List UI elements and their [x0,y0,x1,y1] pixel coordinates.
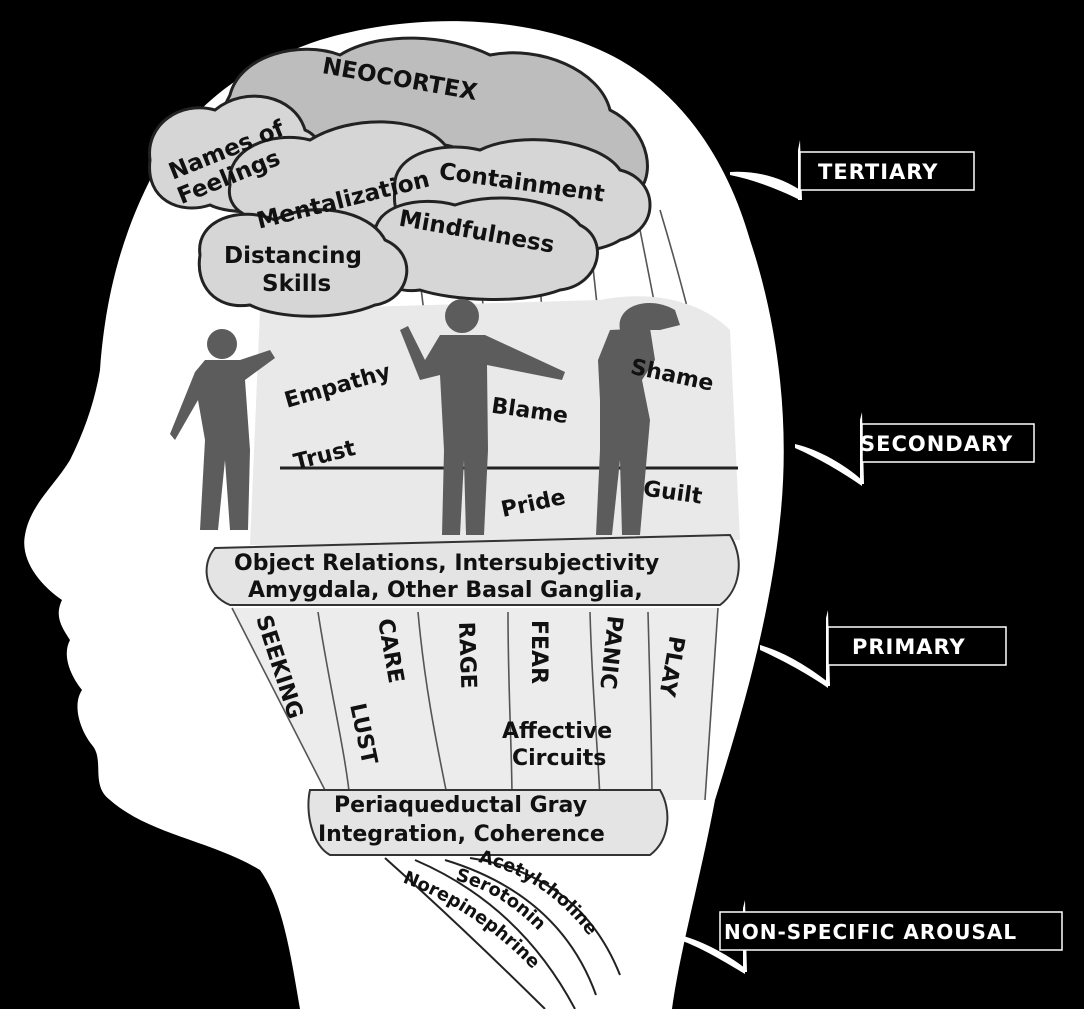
tertiary-label: TERTIARY [818,160,939,184]
secondary-region [250,296,740,545]
secondary-label: SECONDARY [860,432,1013,456]
affective-circuits-label-2: Circuits [512,746,606,771]
band-line-1: Object Relations, Intersubjectivity [234,551,659,576]
fear-label: FEAR [526,620,551,684]
arousal-arrow: NON-SPECIFIC AROUSAL [680,900,1062,974]
primary-arrow: PRIMARY [760,610,1006,688]
distancing-skills-label-1: Distancing [224,243,362,269]
secondary-arrow: SECONDARY [795,412,1034,486]
tertiary-arrow: TERTIARY [730,140,974,200]
arousal-label: NON-SPECIFIC AROUSAL [724,920,1017,944]
pag-line-2: Integration, Coherence [318,822,605,847]
primary-label: PRIMARY [852,635,966,659]
band-line-2: Amygdala, Other Basal Ganglia, [248,578,643,603]
pag-line-1: Periaqueductal Gray [334,793,587,818]
affective-circuits-label-1: Affective [502,719,612,744]
rage-label: RAGE [453,621,480,689]
distancing-skills-label-2: Skills [262,271,331,297]
